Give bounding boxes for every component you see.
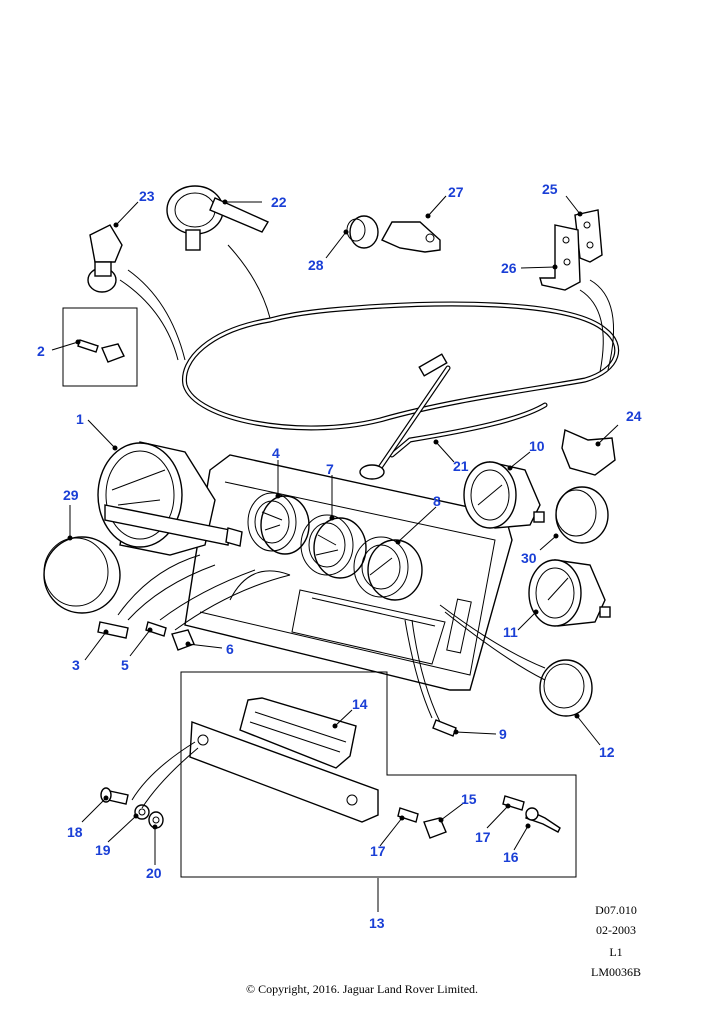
bulb-9 [432, 719, 457, 737]
callout-30: 30 [521, 550, 537, 566]
wiring [117, 244, 614, 723]
callout-22: 22 [271, 194, 287, 210]
bezel-ring-30 [555, 486, 609, 544]
holder-16 [525, 807, 561, 833]
callout-16: 16 [503, 849, 519, 865]
callout-9: 9 [499, 726, 507, 742]
lens-12 [539, 659, 593, 717]
speedometer [97, 441, 243, 556]
callout-10: 10 [529, 438, 545, 454]
callout-17b: 17 [475, 829, 491, 845]
diagram-reference: D07.010 [595, 903, 637, 917]
gauge-11 [528, 559, 611, 627]
callout-lines [51, 195, 619, 912]
cable-tie-22 [166, 185, 270, 251]
callout-8: 8 [433, 493, 441, 509]
callout-23: 23 [139, 188, 155, 204]
callout-18: 18 [67, 824, 83, 840]
copyright-notice: © Copyright, 2016. Jaguar Land Rover Lim… [245, 982, 479, 996]
callout-2: 2 [37, 343, 45, 359]
callout-28: 28 [308, 257, 324, 273]
callout-4: 4 [272, 445, 280, 461]
holder-6 [171, 629, 195, 651]
speedometer-cable [181, 301, 620, 480]
callout-14: 14 [352, 696, 368, 712]
bulb-17b [502, 795, 525, 811]
callout-19: 19 [95, 842, 111, 858]
holder-15 [423, 817, 447, 839]
grommet-28 [346, 215, 379, 249]
bulb-17a [397, 807, 419, 823]
callout-7: 7 [326, 461, 334, 477]
callout-1: 1 [76, 411, 84, 427]
callout-27: 27 [448, 184, 464, 200]
callout-12: 12 [599, 744, 615, 760]
callout-20: 20 [146, 865, 162, 881]
callout-6: 6 [226, 641, 234, 657]
clip-24 [561, 429, 616, 476]
diagram-code: LM0036B [590, 965, 641, 979]
diagram-level: L1 [609, 945, 623, 959]
gauge-4 [247, 492, 310, 555]
callout-21: 21 [453, 458, 469, 474]
clip-23 [87, 224, 123, 293]
gauge-7 [300, 514, 367, 579]
bulb-5 [145, 621, 167, 637]
screw-18 [100, 787, 129, 805]
callout-labels: 1 2 3 4 5 6 7 8 9 10 11 12 13 14 15 16 1… [37, 181, 642, 931]
bezel-ring-29 [43, 536, 121, 614]
callout-25: 25 [542, 181, 558, 197]
callout-26: 26 [501, 260, 517, 276]
callout-17a: 17 [370, 843, 386, 859]
callout-24: 24 [626, 408, 642, 424]
callout-29: 29 [63, 487, 79, 503]
bracket-27 [381, 221, 441, 253]
bulb-kit-2-box [62, 307, 138, 387]
washer-19 [134, 804, 150, 820]
diagram-date: 02-2003 [596, 923, 636, 937]
callout-3: 3 [72, 657, 80, 673]
printed-circuit-kit-box [180, 671, 577, 878]
callout-13: 13 [369, 915, 385, 931]
gauge-8 [353, 536, 423, 601]
bulb-3 [97, 621, 129, 639]
bracket-26 [539, 224, 581, 291]
gauge-10 [463, 461, 545, 529]
callout-15: 15 [461, 791, 477, 807]
callout-11: 11 [503, 624, 518, 640]
callout-5: 5 [121, 657, 129, 673]
